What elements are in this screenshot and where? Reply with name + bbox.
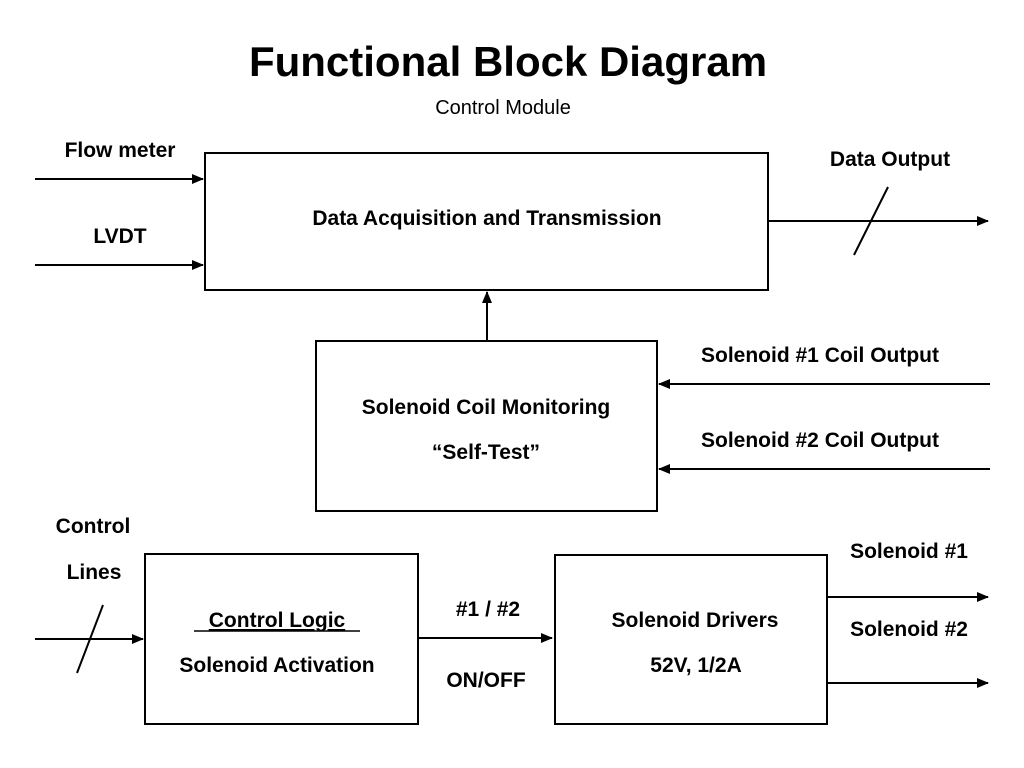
- solenoid-drivers-block: [554, 554, 828, 725]
- solenoid2-coil-output-label: Solenoid #2 Coil Output: [701, 429, 939, 452]
- coil-monitoring-label: Solenoid Coil Monitoring: [362, 396, 610, 419]
- coil-monitoring-block: [315, 340, 658, 512]
- solenoid1-output-label: Solenoid #1: [850, 540, 968, 563]
- select-signal-label: #1 / #2: [456, 598, 520, 621]
- solenoid-activation-label: Solenoid Activation: [179, 654, 374, 677]
- control-lines-label-2: Lines: [67, 561, 122, 584]
- control-lines-label-1: Control: [56, 515, 131, 538]
- control-lines-bus-slash: [76, 604, 104, 674]
- solenoid-drivers-label: Solenoid Drivers: [612, 609, 779, 632]
- diagram-title: Functional Block Diagram: [249, 38, 767, 85]
- lvdt-label: LVDT: [93, 225, 146, 248]
- data-acquisition-label: Data Acquisition and Transmission: [312, 207, 661, 230]
- data-acquisition-block: [204, 152, 769, 291]
- control-logic-label: Control Logic: [209, 609, 346, 632]
- flow-meter-label: Flow meter: [65, 139, 176, 162]
- drivers-rating-label: 52V, 1/2A: [650, 654, 741, 677]
- control-logic-block: [144, 553, 419, 725]
- solenoid2-output-label: Solenoid #2: [850, 618, 968, 641]
- data-output-label: Data Output: [830, 148, 950, 171]
- solenoid1-coil-output-label: Solenoid #1 Coil Output: [701, 344, 939, 367]
- data-output-bus-slash: [853, 186, 889, 256]
- on-off-signal-label: ON/OFF: [446, 669, 525, 692]
- self-test-label: “Self-Test”: [432, 441, 540, 464]
- diagram-subtitle: Control Module: [435, 97, 571, 119]
